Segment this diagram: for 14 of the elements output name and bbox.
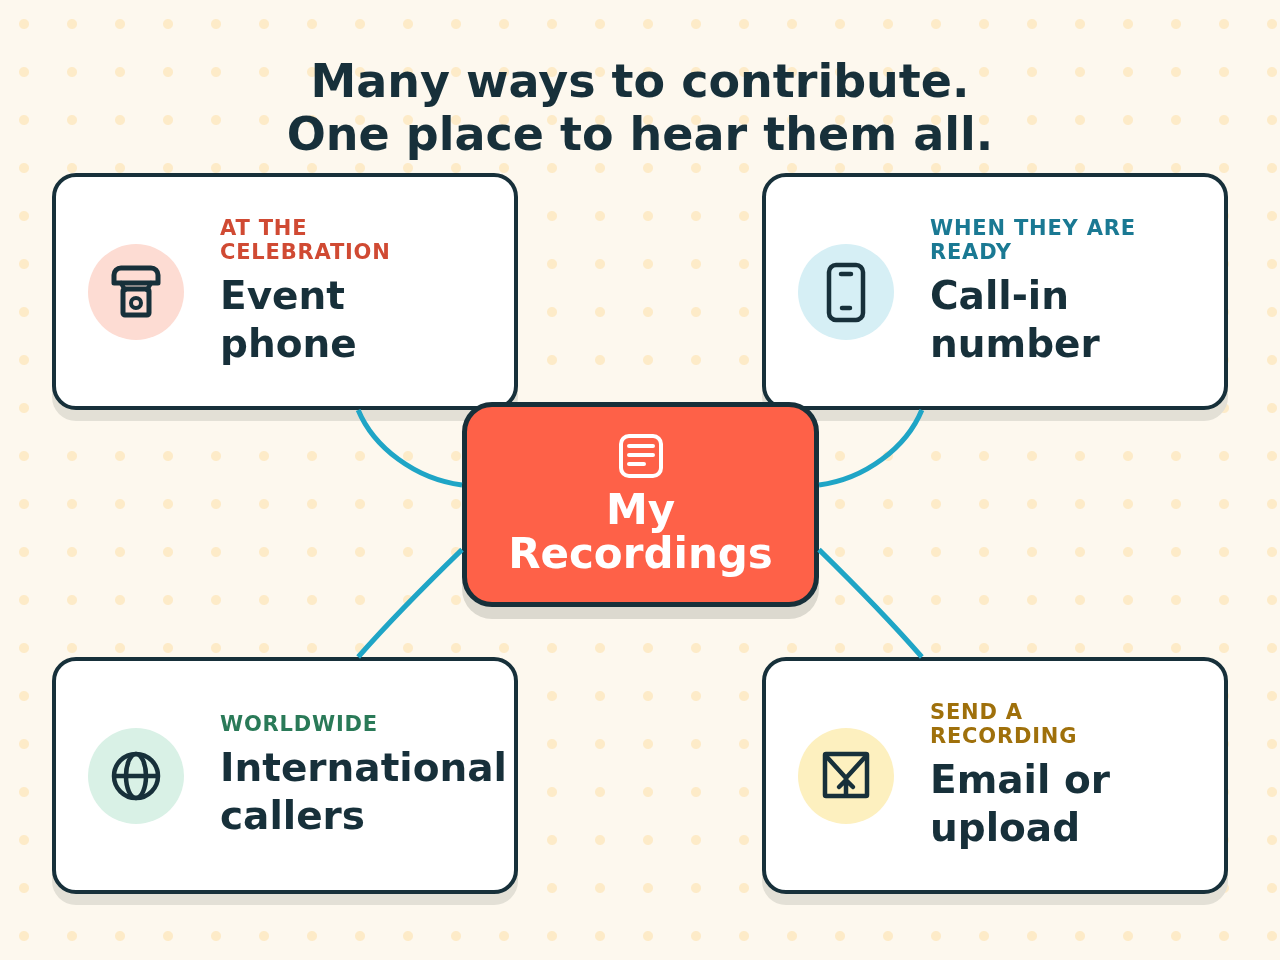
category-label: WHEN THEY ARE READY xyxy=(930,215,1137,264)
category-label: AT THE CELEBRATION xyxy=(220,215,392,264)
card-title: International callers xyxy=(220,743,508,840)
connector-line xyxy=(355,408,463,488)
card-title: Email or upload xyxy=(930,755,1111,852)
connector-line xyxy=(818,408,925,488)
card-title: Call-in number xyxy=(930,271,1101,368)
category-label: WORLDWIDE xyxy=(220,711,379,736)
diagram-title: Many ways to contribute. One place to hear them all. xyxy=(285,55,995,161)
hub-title: My Recordings xyxy=(507,487,774,576)
connector-line xyxy=(817,547,924,659)
card-title: Event phone xyxy=(220,271,358,368)
connector-line xyxy=(356,547,464,659)
category-label: SEND A RECORDING xyxy=(930,699,1079,748)
